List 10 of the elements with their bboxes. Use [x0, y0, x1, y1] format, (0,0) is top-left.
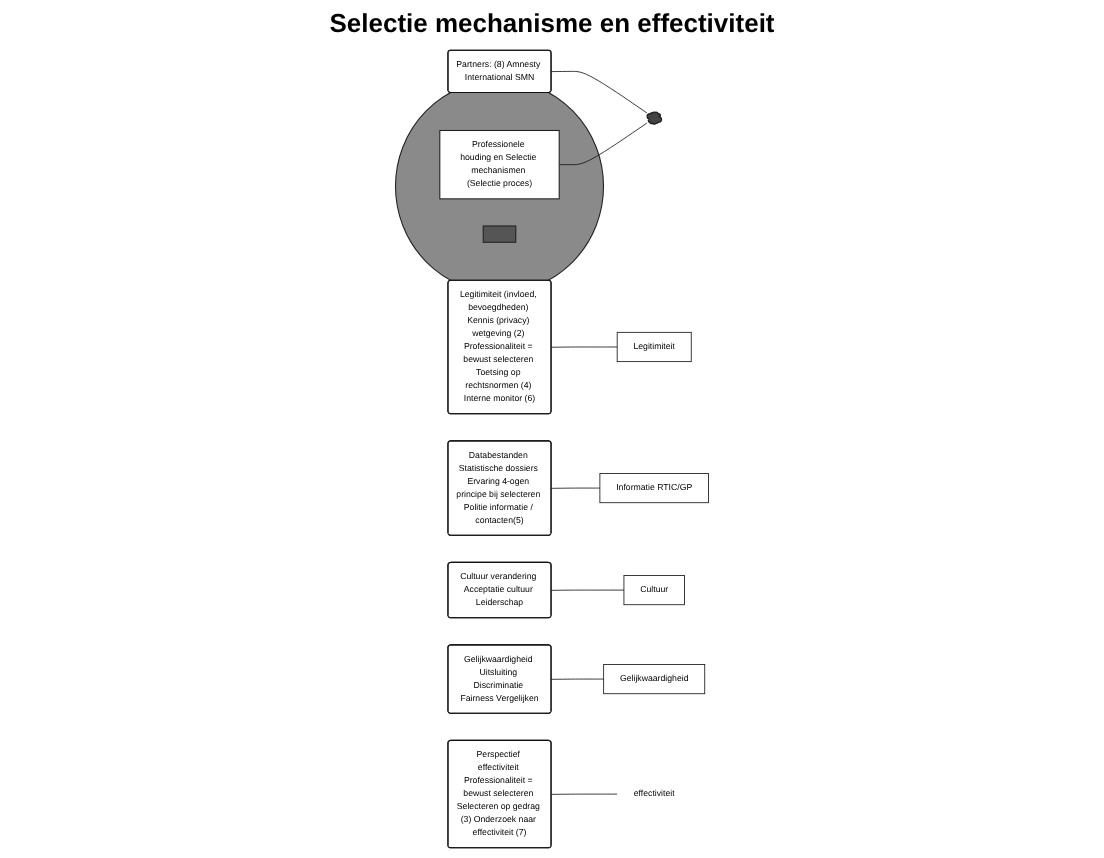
node-box [482, 225, 517, 243]
diagram-title: Selectie mechanisme en effectiviteit [327, 8, 777, 38]
connector [550, 793, 618, 795]
connector [550, 487, 601, 489]
connector [550, 589, 625, 591]
node-cloud [646, 111, 663, 125]
connector [550, 346, 618, 348]
connector [558, 122, 648, 166]
connector [550, 678, 605, 680]
connector [550, 70, 648, 114]
